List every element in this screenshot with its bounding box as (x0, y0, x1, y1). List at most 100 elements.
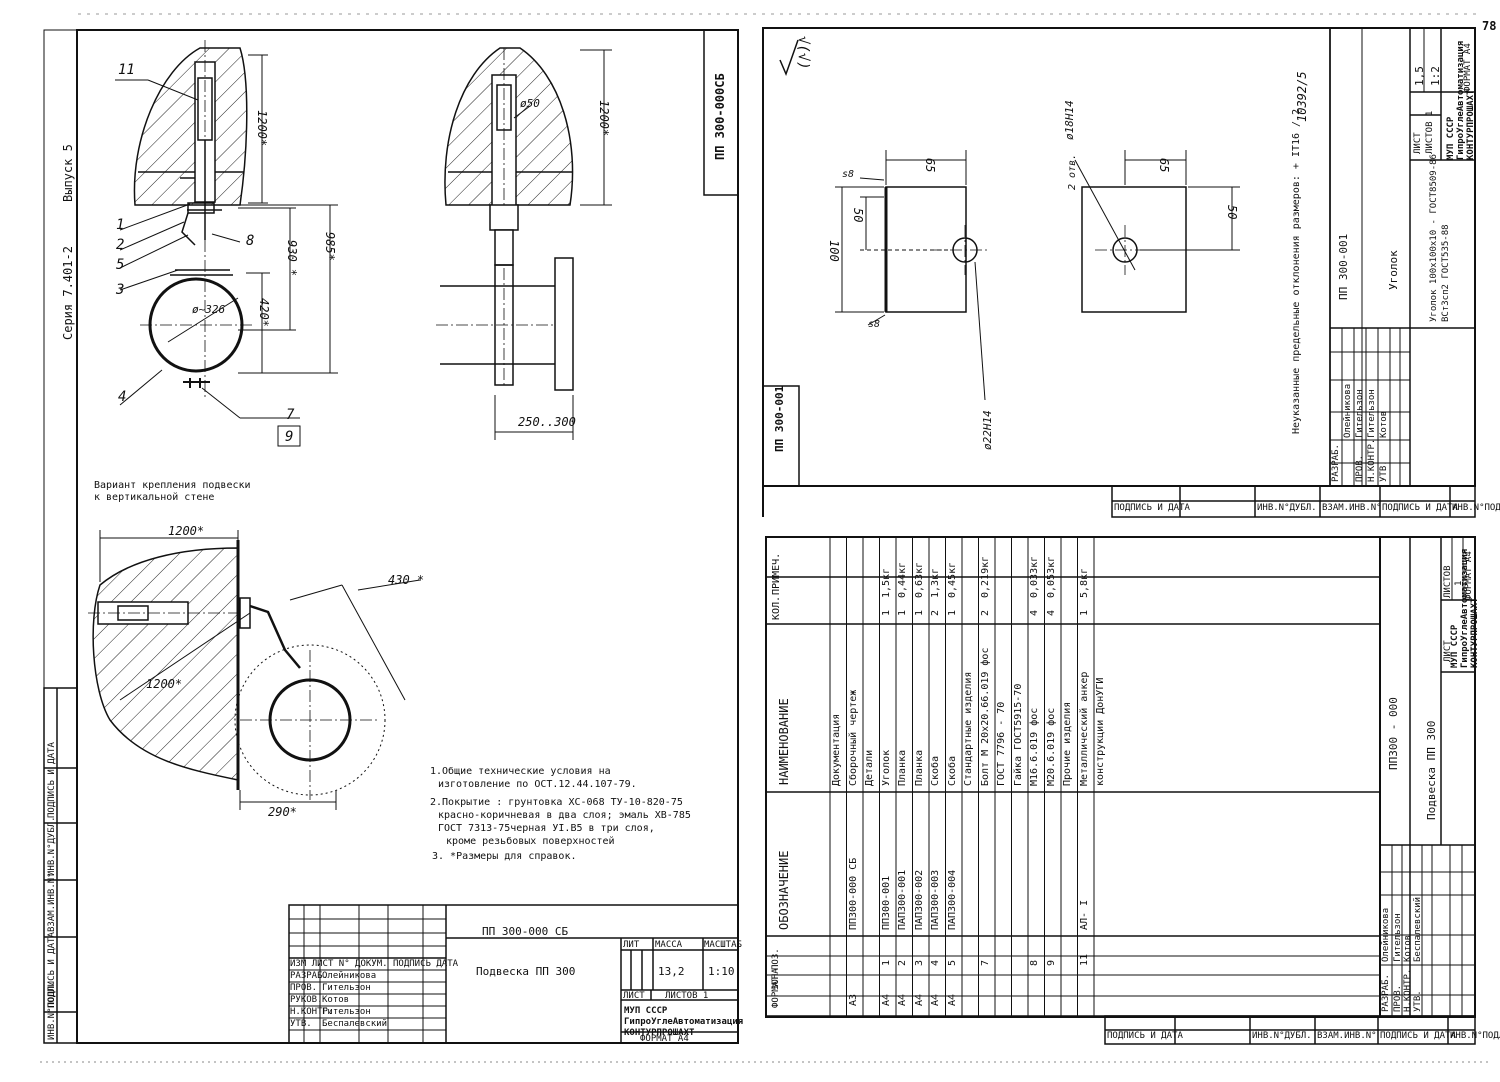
left-doc-code: ПП 300-000 СБ (482, 925, 569, 938)
right-top-sheet-label: ЛИСТ (1413, 132, 1423, 154)
spec-cell-note: 0,053кг (1045, 555, 1057, 598)
view2-rock (436, 47, 574, 391)
spec-cell-name: М20.6.019 фос (1045, 707, 1057, 786)
spec-cell-note: 0,44кг (897, 561, 908, 598)
view3-pipe (234, 644, 386, 800)
spec-cell-name: Стандартные изделия (963, 671, 974, 786)
right-top-scale: 1:2 (1429, 66, 1442, 86)
rb-person-2: Гительзон (1393, 913, 1403, 962)
right-top-person-3: Гительзон (1367, 389, 1377, 438)
dim-phi22: ø22Н14 (981, 410, 994, 450)
col-doc: N° ДОКУМ. (338, 959, 388, 969)
left-org: МУП СССР ГипроУглеАвтоматизация КОНТУРПР… (624, 1006, 744, 1038)
left-drawing-name: Подвеска ПП 300 (476, 965, 576, 978)
view2-dims (494, 49, 612, 440)
right-top-material-2: ВСт3сп2 ГОСТ535-88 (1441, 224, 1451, 322)
view1-pipe (148, 277, 244, 388)
spec-cell-name: Скоба (946, 755, 958, 786)
spec-cell-note: 0,45кг (946, 561, 958, 598)
rt-stamp-1: ИНВ.N°ПОДЛ. (1452, 503, 1500, 513)
stamp-sign-date-2: ПОДПИСЬ И ДАТА (47, 742, 57, 818)
note-line: кроме резьбовых поверхностей (446, 836, 615, 847)
left-role-3: РУКОВ. (290, 995, 323, 1005)
left-stamp-column (43, 687, 78, 1044)
spec-cell-qty: 4 (1029, 609, 1040, 616)
dim-100: 100 (827, 240, 841, 262)
col-list: ЛИСТ (311, 959, 334, 969)
issue-label: Выпуск 5 (61, 144, 75, 202)
dim-420: 420* (257, 298, 271, 327)
note-line: красно-коричневая в два слоя; эмаль ХВ-7… (438, 810, 691, 821)
spec-cell-name: Прочие изделия (1062, 701, 1073, 786)
spec-cell-qty: 1 (1078, 609, 1090, 616)
spec-cell-name: Документация (831, 713, 842, 786)
dim-2-holes: 2 отв. (1067, 153, 1078, 190)
spec-cell-note: 0,219кг (979, 555, 991, 598)
spec-cell-pos: 1 (880, 959, 892, 966)
spec-cell-name: Планка (897, 749, 908, 786)
left-side-code-box (703, 29, 739, 196)
dim-1200-view1: 1200* (255, 110, 269, 147)
spec-cell-name: Сборочный чертеж (847, 689, 859, 786)
left-rows-head: ИЗМ ЛИСТ N° ДОКУМ. ПОДПИСЬ ДАТА (290, 960, 458, 969)
spec-cell-pos: 7 (979, 959, 991, 966)
spec-header-pos: ПОЗ. (771, 948, 781, 970)
left-person-1: Олейникова (322, 971, 377, 981)
view3-rock (88, 540, 301, 790)
rb-role-3: Н.КОНТР. (1403, 968, 1413, 1012)
rb-stamp-5: ПОДПИСЬ И ДАТА (1107, 1031, 1183, 1041)
callout-5: 5 (116, 257, 125, 273)
spec-cell-name: конструкции ДонУГИ (1095, 677, 1106, 786)
spec-cell-pos: 9 (1045, 959, 1057, 966)
left-title-block (288, 904, 739, 1044)
callout-8: 8 (246, 233, 255, 249)
view1-rock (133, 47, 248, 276)
right-top-role-4: УТВ. (1379, 460, 1389, 482)
spec-cell-note: 0,033кг (1029, 555, 1040, 598)
dim-1200-view3-top: 1200* (168, 524, 205, 538)
spec-header-name: НАИМЕНОВАНИЕ (777, 698, 791, 785)
spec-cell-qty: 1 (946, 609, 958, 616)
rb-drawing-name: Подвеска ПП 300 (1425, 720, 1438, 820)
rb-format: ФОРМАТ А4 (1464, 551, 1474, 600)
spec-cell-qty: 2 (979, 609, 991, 616)
spec-cell-name: Скоба (930, 755, 941, 786)
rt-stamp-3: ВЗАМ.ИНВ.N° (1322, 503, 1382, 513)
dim-1200-view2: 1200* (597, 100, 611, 137)
spec-header-note: ПРИМЕЧ. (771, 552, 782, 595)
rb-role-4: УТВ. (1413, 990, 1423, 1012)
spec-cell-pos: 2 (897, 959, 908, 966)
dim-290: 290* (268, 805, 297, 819)
callout-7: 7 (286, 407, 295, 423)
right-bottom-title-grid (1380, 537, 1475, 1016)
left-person-5: Беспалевский (322, 1019, 388, 1029)
spec-cell-note: 1,3кг (930, 567, 941, 598)
dim-430: 430 * (388, 573, 425, 587)
spec-cell-code: ПП300-001 (880, 875, 892, 930)
dim-50-a: 50 (851, 208, 865, 223)
callout-9: 9 (285, 429, 294, 445)
left-role-2: ПРОВ. (290, 983, 318, 993)
note-line: изготовление по ОСТ.12.44.107-79. (438, 779, 637, 790)
left-side-doc-code: ПП 300-000СБ (713, 73, 727, 160)
spec-cell-fmt: А4 (930, 993, 941, 1006)
view1-dims (238, 54, 338, 374)
callout-4: 4 (118, 389, 127, 405)
spec-cell-pos: 11 (1078, 953, 1090, 966)
spec-table-column-lines (829, 537, 1095, 1016)
left-mass-value: 13,2 (658, 965, 685, 978)
right-top-doc-code: ПП 300-001 (1337, 233, 1350, 300)
dim-50-b: 50 (1225, 205, 1239, 220)
right-top-format: ФОРМАТ А4 (1463, 43, 1473, 92)
right-top-side-code-box (762, 385, 800, 487)
left-sheets-label: ЛИСТОВ 1 (665, 991, 709, 1001)
right-top-part-name: Уголок (1387, 250, 1400, 290)
series-label: Серия 7.401-2 (61, 246, 75, 340)
dim-250-300: 250..300 (518, 415, 576, 429)
dim-phi50: ø50 (520, 97, 540, 110)
left-role-1: РАЗРАБ. (290, 971, 328, 981)
spec-cell-qty: 1 (880, 609, 892, 616)
spec-cell-fmt: А4 (880, 993, 892, 1006)
variant-caption-1: Вариант крепления подвески (94, 480, 251, 491)
